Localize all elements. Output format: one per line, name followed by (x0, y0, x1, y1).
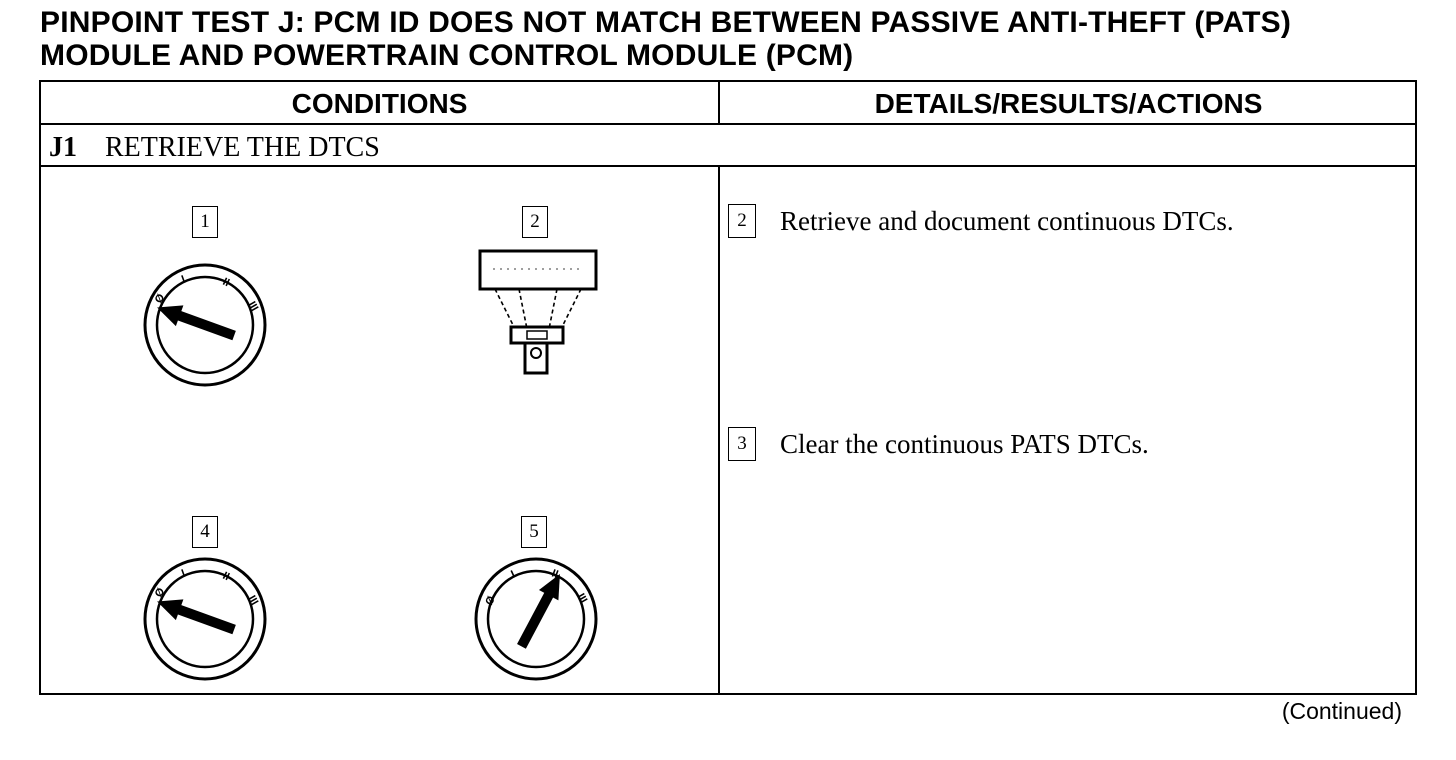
title-line-2: MODULE AND POWERTRAIN CONTROL MODULE (PC… (40, 39, 854, 72)
dial-label-acc: I (180, 567, 187, 579)
details-header: DETAILS/RESULTS/ACTIONS (874, 87, 1263, 119)
action-number: 3 (728, 427, 756, 461)
action-item: 2 Retrieve and document continuous DTCs. (728, 204, 1234, 238)
page-title: PINPOINT TEST J: PCM ID DOES NOT MATCH B… (40, 6, 1440, 72)
dial-label-acc: I (180, 273, 187, 285)
action-number: 2 (728, 204, 756, 238)
illustration-number: 1 (192, 206, 218, 238)
action-text: Retrieve and document continuous DTCs. (780, 205, 1234, 236)
illustration-number: 2 (522, 206, 548, 238)
continued-label: (Continued) (1281, 698, 1402, 724)
step-title: RETRIEVE THE DTCS (105, 132, 380, 163)
ignition-switch-off-icon: Ø I II III (143, 263, 267, 387)
scan-tool-icon (478, 249, 598, 375)
step-rule (41, 165, 1415, 167)
header-divider (718, 82, 720, 125)
illustration-number: 5 (521, 516, 547, 548)
action-item: 3 Clear the continuous PATS DTCs. (728, 427, 1149, 461)
pinpoint-table: CONDITIONS DETAILS/RESULTS/ACTIONS J1 RE… (39, 80, 1417, 695)
dial-label-acc: I (509, 569, 517, 581)
step-id: J1 (49, 132, 77, 163)
ignition-switch-on-icon: Ø I II III (474, 557, 598, 681)
action-text: Clear the continuous PATS DTCs. (780, 428, 1149, 459)
title-line-1: PINPOINT TEST J: PCM ID DOES NOT MATCH B… (40, 6, 1292, 39)
step-row: J1 RETRIEVE THE DTCS (49, 128, 380, 168)
conditions-header: CONDITIONS (291, 87, 468, 119)
dial-label-on: II (221, 570, 232, 583)
dial-label-on: II (221, 276, 232, 289)
column-divider (718, 167, 720, 693)
dial-label-on: II (550, 568, 560, 581)
ignition-switch-off-icon: Ø I II III (143, 557, 267, 681)
header-rule (41, 123, 1415, 125)
illustration-number: 4 (192, 516, 218, 548)
